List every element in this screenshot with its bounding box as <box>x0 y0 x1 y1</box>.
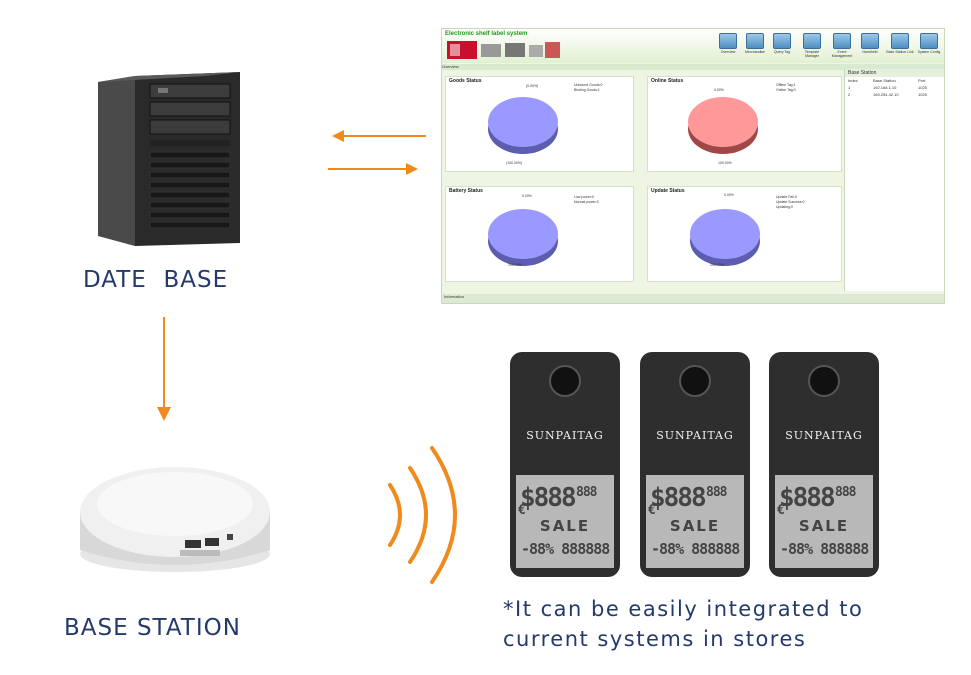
base-station-sidebar: Base Station Index Base Station Port 1 1… <box>844 69 944 291</box>
pie-chart <box>488 209 558 266</box>
pie-label-bottom: 100.00% <box>718 161 732 165</box>
pie-label-bottom: 100.00% <box>508 263 522 267</box>
overview-icon <box>719 33 737 49</box>
table-header: Index Base Station Port <box>848 78 926 83</box>
toolbar-system-config-button[interactable]: System Config <box>915 33 943 63</box>
overview-tab[interactable]: Overview <box>442 64 944 70</box>
tag-bottom-line: -88% 888888 <box>651 540 740 558</box>
toolbar-handheld-button[interactable]: Handheld <box>856 33 884 63</box>
tag-sale: SALE <box>669 517 721 535</box>
tag-price: $888 <box>520 483 577 513</box>
pie-label-top: 0.00% <box>714 88 724 92</box>
toolbar-overview-button[interactable]: Overview <box>714 33 742 63</box>
pie-label-bottom: 100.00% <box>710 263 724 267</box>
toolbar-merchandise-button[interactable]: Merchandise <box>741 33 769 63</box>
integration-note: *It can be easily integrated to current … <box>503 594 863 654</box>
esl-tag: SUNPAITAG $888 888 € SALE -88% 888888 <box>639 351 751 578</box>
pie-label-bottom: (100.00%) <box>506 161 523 165</box>
esl-software-window: Electronic shelf label system Overview M… <box>441 28 945 304</box>
tag-lcd: $888 888 € SALE -88% 888888 <box>516 475 614 568</box>
pie-label-top: 0.00% <box>724 193 734 197</box>
pie-label-top: 0.00% <box>522 194 532 198</box>
tag-currency: € <box>777 503 785 518</box>
tag-lcd: $888 888 € SALE -88% 888888 <box>775 475 873 568</box>
note-line-1: *It can be easily integrated to <box>503 597 864 621</box>
arrow-down-icon <box>157 317 171 421</box>
base-station-link-icon <box>891 33 909 49</box>
tag-currency: € <box>648 503 656 518</box>
wireless-signal-icon <box>388 446 457 584</box>
base-station-device-icon <box>80 467 270 572</box>
toolbar-query-tag-button[interactable]: Query Tag <box>768 33 796 63</box>
handheld-icon <box>861 33 879 49</box>
esl-tag: SUNPAITAG $888 888 € SALE -88% 888888 <box>768 351 880 578</box>
tag-price-small: 888 <box>835 485 857 500</box>
panel-title: Battery Status <box>449 188 483 194</box>
table-row[interactable]: 1 192.168.1.10 1025 <box>848 85 927 90</box>
status-bar: Information <box>442 294 944 303</box>
panel-title: Online Status <box>651 78 684 84</box>
tag-price-small: 888 <box>706 485 728 500</box>
tag-brand: SUNPAITAG <box>526 429 604 442</box>
tag-bottom-line: -88% 888888 <box>521 540 610 558</box>
tag-brand: SUNPAITAG <box>656 429 734 442</box>
base-station-label: BASE STATION <box>64 615 241 641</box>
tag-sale: SALE <box>539 517 591 535</box>
pie-label-top: (0.00%) <box>526 84 539 88</box>
table-row[interactable]: 2 169.254.42.10 1025 <box>848 92 927 97</box>
tag-body-icon <box>640 352 750 577</box>
sidebar-title: Base Station <box>845 69 944 77</box>
tag-sale: SALE <box>798 517 850 535</box>
toolbar-event-button[interactable]: Event Management <box>828 33 856 63</box>
query-tag-icon <box>773 33 791 49</box>
tag-brand: SUNPAITAG <box>785 429 863 442</box>
panel-title: Update Status <box>651 188 685 194</box>
tag-lcd: $888 888 € SALE -88% 888888 <box>646 475 744 568</box>
tag-body-icon <box>510 352 620 577</box>
database-label: DATE BASE <box>83 267 229 293</box>
toolbar-template-button[interactable]: Template Manager <box>798 33 826 63</box>
pie-chart <box>690 209 760 266</box>
note-line-2: current systems in stores <box>503 627 807 651</box>
tag-body-icon <box>769 352 879 577</box>
esl-tag: SUNPAITAG $888 888 € SALE -88% 888888 <box>509 351 621 578</box>
pie-chart <box>488 97 558 154</box>
panel-title: Goods Status <box>449 78 482 84</box>
template-icon <box>803 33 821 49</box>
arrow-left-icon <box>332 130 426 142</box>
system-config-icon <box>920 33 938 49</box>
app-toolbar: Electronic shelf label system Overview M… <box>442 29 944 63</box>
event-icon <box>833 33 851 49</box>
pie-chart <box>688 97 758 154</box>
tag-price-small: 888 <box>576 485 598 500</box>
logo-icon <box>447 41 560 59</box>
tag-price: $888 <box>779 483 836 513</box>
arrow-right-icon <box>328 163 418 175</box>
tag-price: $888 <box>650 483 707 513</box>
merchandise-icon <box>746 33 764 49</box>
server-tower-icon <box>98 72 240 246</box>
toolbar-base-station-button[interactable]: Base Station Link <box>886 33 914 63</box>
app-title: Electronic shelf label system <box>445 31 528 37</box>
tag-currency: € <box>518 503 526 518</box>
tag-bottom-line: -88% 888888 <box>780 540 869 558</box>
